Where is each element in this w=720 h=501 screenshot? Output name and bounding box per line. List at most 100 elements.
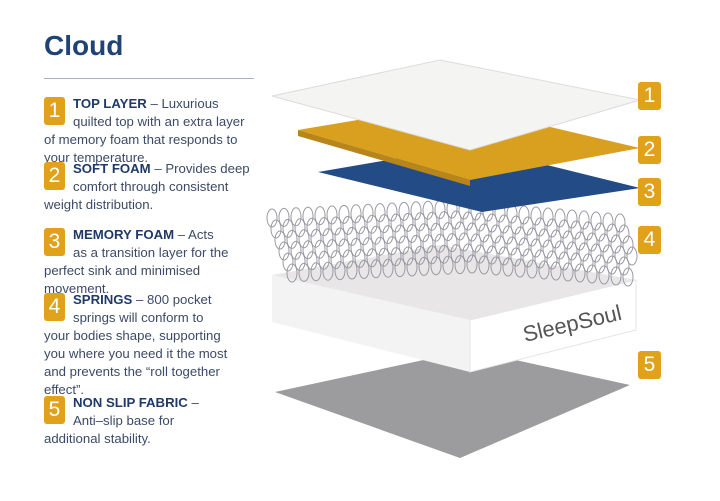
spring-coil: [542, 207, 554, 227]
base-box-front: [469, 279, 637, 373]
spring-coil: [314, 239, 326, 259]
spring-coil: [302, 206, 314, 226]
spring-coil: [538, 260, 550, 280]
spring-coil: [510, 215, 522, 235]
spring-coil: [498, 214, 510, 234]
spring-coil: [290, 207, 302, 227]
spring-coil: [526, 227, 538, 247]
spring-coil: [426, 211, 438, 231]
spring-coil: [326, 205, 338, 225]
springs-layer: [266, 199, 638, 287]
spring-coil: [550, 229, 562, 249]
spring-coil: [574, 231, 586, 251]
spring-coil: [602, 244, 614, 264]
spring-coil: [298, 229, 310, 249]
spring-coil: [606, 223, 618, 243]
spring-coil: [358, 226, 370, 246]
spring-coil: [454, 255, 466, 275]
spring-coil: [622, 235, 634, 255]
spring-coil: [438, 244, 450, 264]
spring-coil: [354, 215, 366, 235]
spring-coil: [414, 245, 426, 265]
spring-coil: [386, 202, 398, 222]
spring-coil: [422, 200, 434, 220]
layer-desc: – 800 pocket springs will conform to you…: [44, 292, 228, 397]
spring-coil: [598, 233, 610, 253]
spring-coil: [566, 241, 578, 261]
number-badge: 1: [44, 97, 65, 125]
spring-coil: [486, 245, 498, 265]
spring-coil: [574, 263, 586, 283]
spring-coil: [554, 240, 566, 260]
spring-coil: [606, 255, 618, 275]
spring-coil: [274, 230, 286, 250]
spring-coil: [486, 213, 498, 233]
spring-coil: [622, 267, 634, 287]
spring-coil: [314, 206, 326, 226]
spring-coil: [514, 258, 526, 278]
spring-coil: [466, 222, 478, 242]
spring-coil: [438, 211, 450, 231]
label-2: 2: [638, 136, 661, 164]
spring-coil: [586, 232, 598, 252]
spring-coil: [402, 212, 414, 232]
spring-coil: [474, 212, 486, 232]
spring-coil: [526, 259, 538, 279]
base-box-left: [272, 275, 470, 372]
layer-desc: – Anti–slip base for additional stabilit…: [44, 395, 199, 446]
spring-coil: [502, 257, 514, 277]
label-5: 5: [638, 351, 661, 379]
spring-coil: [330, 216, 342, 236]
spring-coil: [530, 238, 542, 258]
layer-name: NON SLIP FABRIC: [73, 395, 188, 410]
layer-name: MEMORY FOAM: [73, 227, 175, 242]
number-badge: 3: [44, 228, 65, 256]
spring-coil: [570, 252, 582, 272]
spring-coil: [586, 264, 598, 284]
layer-name: SOFT FOAM: [73, 161, 151, 176]
spring-coil: [370, 259, 382, 279]
layer-desc: – Acts as a transition layer for the per…: [44, 227, 229, 296]
layer-desc: – Luxurious quilted top with an extra la…: [44, 96, 245, 165]
spring-coil: [466, 254, 478, 274]
spring-coil: [550, 261, 562, 281]
spring-coil: [294, 251, 306, 271]
spring-coil: [386, 236, 398, 256]
spring-coil: [506, 236, 518, 256]
spring-coil: [382, 225, 394, 245]
spring-coil: [418, 256, 430, 276]
spring-coil: [494, 235, 506, 255]
spring-coil: [434, 233, 446, 253]
spring-coil: [478, 255, 490, 275]
spring-coil: [398, 201, 410, 221]
spring-coil: [590, 211, 602, 231]
label-1: 1: [638, 82, 661, 110]
base-box-top: [272, 245, 636, 320]
spring-coil: [590, 243, 602, 263]
spring-coil: [338, 238, 350, 258]
spring-coil: [406, 223, 418, 243]
spring-coil: [318, 250, 330, 270]
spring-coil: [522, 216, 534, 236]
spring-coil: [570, 220, 582, 240]
spring-coil: [430, 256, 442, 276]
number-badge: 2: [44, 162, 65, 190]
spring-coil: [278, 241, 290, 261]
soft-foam-edge: [298, 130, 470, 186]
spring-coil: [410, 201, 422, 221]
spring-coil: [334, 227, 346, 247]
spring-coil: [318, 217, 330, 237]
spring-coil: [502, 225, 514, 245]
spring-coil: [402, 246, 414, 266]
spring-coil: [482, 234, 494, 254]
spring-coil: [330, 250, 342, 270]
spring-coil: [282, 218, 294, 238]
spring-coil: [618, 224, 630, 244]
spring-coil: [558, 251, 570, 271]
spring-coil: [518, 205, 530, 225]
layer-name: SPRINGS: [73, 292, 133, 307]
spring-coil: [610, 234, 622, 254]
